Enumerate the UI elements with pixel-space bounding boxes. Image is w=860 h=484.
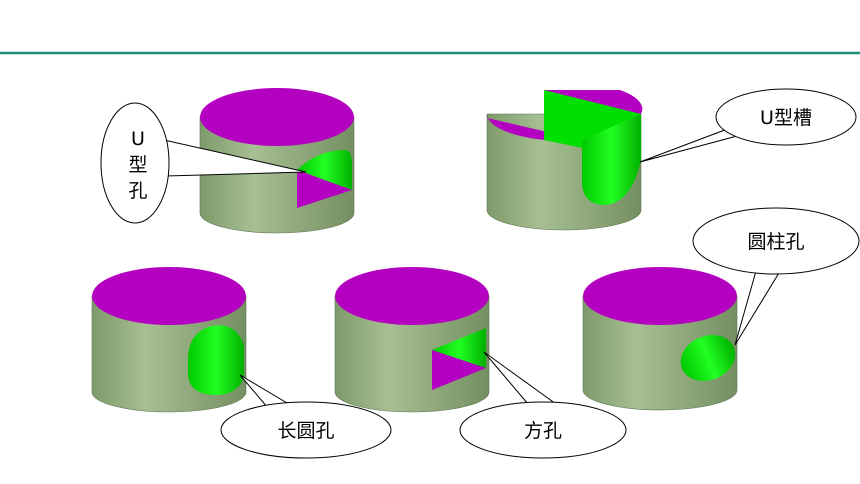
cylinder-round-hole bbox=[582, 267, 738, 411]
u-hole-label-line2: 型 bbox=[128, 154, 147, 176]
cylinder-u-slot bbox=[486, 90, 643, 231]
u-hole-label-line3: 孔 bbox=[128, 180, 147, 202]
round-hole-label: 圆柱孔 bbox=[747, 231, 804, 253]
square-hole-label: 方孔 bbox=[524, 420, 562, 442]
callout-round-hole: 圆柱孔 bbox=[692, 207, 860, 346]
callout-u-hole: U 型 孔 bbox=[100, 102, 307, 224]
cylinder-long-round-hole bbox=[91, 267, 247, 413]
callout-long-round-hole: 长圆孔 bbox=[220, 374, 392, 459]
callout-square-hole: 方孔 bbox=[459, 351, 627, 459]
u-slot-label: U型槽 bbox=[760, 107, 812, 129]
cylinder-square-hole bbox=[334, 267, 490, 413]
callout-u-slot: U型槽 bbox=[639, 88, 857, 163]
long-round-hole-label: 长圆孔 bbox=[277, 420, 334, 442]
cylinder-u-hole bbox=[199, 88, 355, 234]
u-hole-label-line1: U bbox=[131, 128, 145, 150]
